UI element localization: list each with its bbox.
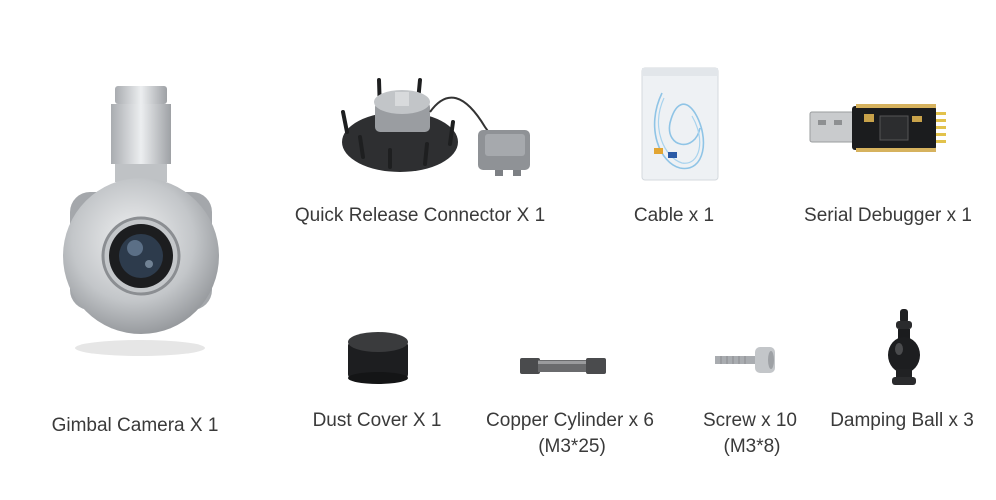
quick-release-connector-label: Quick Release Connector X 1 (294, 205, 546, 226)
serial-debugger-label: Serial Debugger x 1 (804, 205, 972, 226)
gimbal-camera-label: Gimbal Camera X 1 (51, 415, 219, 436)
copper-cylinder-label: Copper Cylinder x 6 (486, 410, 654, 431)
gimbal-camera-image (63, 86, 219, 356)
quick-release-connector-image (341, 78, 530, 176)
cable-label: Cable x 1 (633, 205, 715, 226)
screw-image (715, 347, 775, 373)
screw-label: Screw x 10 (703, 410, 797, 431)
cable-bag-image (641, 67, 719, 181)
copper-cylinder-size: (M3*25) (538, 436, 606, 457)
dust-cover-label: Dust Cover X 1 (312, 410, 442, 431)
copper-cylinder-image (520, 358, 606, 374)
damping-ball-image (888, 309, 920, 385)
damping-ball-label: Damping Ball x 3 (830, 410, 974, 431)
usb-serial-debugger-image (809, 104, 946, 152)
screw-size: (M3*8) (723, 436, 781, 457)
dust-cover-image (348, 332, 408, 384)
